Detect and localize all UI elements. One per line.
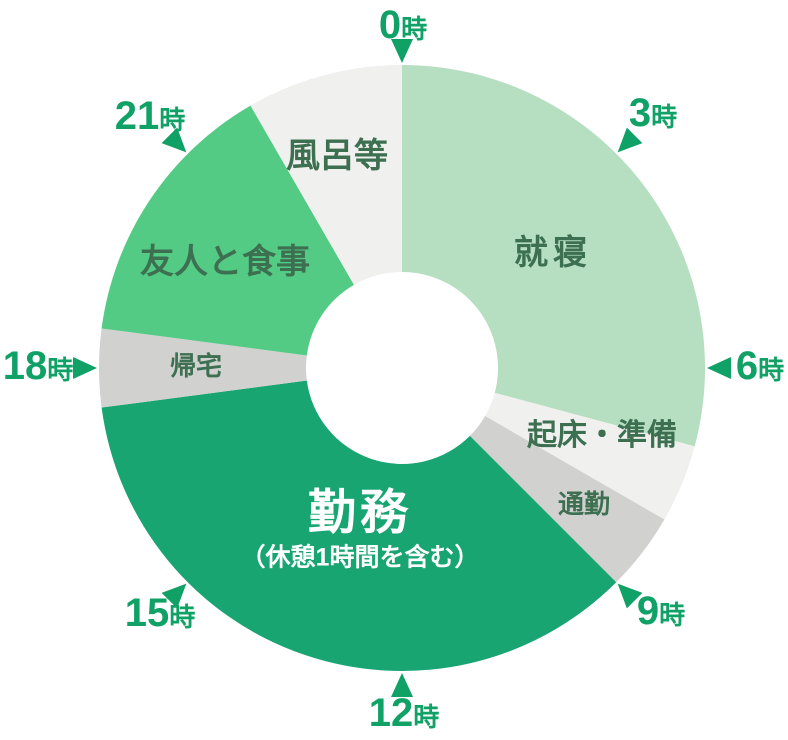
tick-arrow-15h	[161, 583, 187, 609]
tick-hour-unit: 時	[169, 602, 196, 632]
segment-label-bath: 風呂等	[286, 137, 388, 175]
tick-label-6h: 6時	[736, 346, 784, 386]
tick-label-3h: 3時	[629, 93, 677, 133]
segment-wedge-0	[402, 65, 706, 447]
tick-hour-unit: 時	[413, 702, 440, 732]
tick-arrow-6h	[707, 357, 731, 379]
tick-hour-unit: 時	[159, 105, 186, 135]
segment-label-dinner-with-friends: 友人と食事	[140, 243, 310, 281]
tick-hour-number: 3	[628, 91, 652, 135]
tick-label-0h: 0時	[379, 5, 427, 45]
tick-hour-unit: 時	[401, 14, 428, 44]
tick-arrow-3h	[617, 127, 643, 153]
tick-hour-number: 18	[2, 344, 48, 388]
tick-label-12h: 12時	[369, 693, 440, 733]
segment-label-work-title: 勤務	[307, 486, 412, 540]
segment-wedge-5	[101, 105, 354, 356]
segment-wedge-2	[469, 416, 665, 583]
segment-wedge-3	[101, 380, 617, 671]
segment-label-work-note: （休憩1時間を含む）	[240, 543, 480, 572]
tick-arrow-12h	[391, 673, 413, 697]
tick-label-18h: 18時	[3, 346, 74, 386]
tick-hour-number: 15	[124, 591, 170, 635]
tick-label-9h: 9時	[637, 591, 685, 631]
tick-arrow-21h	[161, 127, 187, 153]
segment-wedge-1	[485, 392, 695, 520]
tick-hour-unit: 時	[47, 355, 74, 385]
tick-hour-unit: 時	[659, 600, 686, 630]
tick-label-15h: 15時	[125, 593, 196, 633]
tick-hour-number: 0	[378, 3, 402, 47]
tick-hour-unit: 時	[758, 355, 785, 385]
tick-label-21h: 21時	[115, 96, 186, 136]
tick-arrow-0h	[391, 39, 413, 63]
tick-hour-number: 6	[735, 344, 759, 388]
segment-label-return-home: 帰宅	[169, 351, 223, 381]
segment-wedge-6	[250, 65, 402, 285]
tick-hour-number: 9	[636, 589, 660, 633]
segment-wedge-4	[98, 328, 307, 408]
tick-hour-number: 12	[368, 691, 414, 735]
tick-arrow-18h	[73, 357, 97, 379]
segment-label-commute: 通勤	[557, 489, 611, 519]
tick-hour-number: 21	[114, 94, 160, 138]
tick-arrow-9h	[617, 583, 643, 609]
tick-hour-unit: 時	[651, 102, 678, 132]
segment-label-sleep: 就寝	[514, 234, 592, 272]
segment-label-wake-prep: 起床・準備	[527, 419, 677, 452]
segment-label-work: 勤務 （休憩1時間を含む）	[240, 486, 480, 572]
